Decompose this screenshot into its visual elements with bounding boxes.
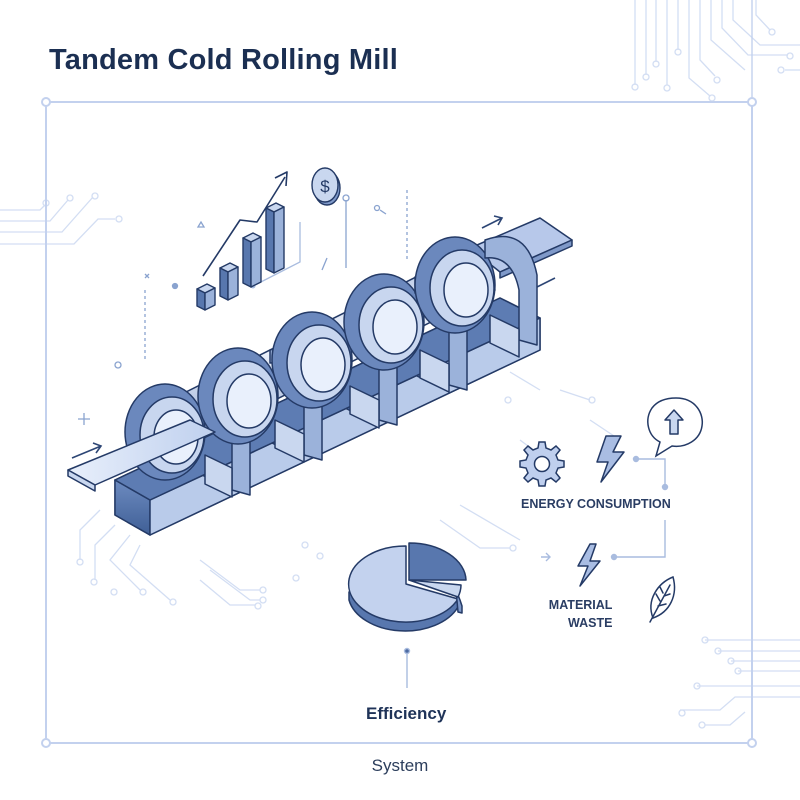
roll-stand-3 xyxy=(271,308,398,429)
circuit-decoration xyxy=(0,0,800,729)
efficiency-label: Efficiency xyxy=(366,704,447,723)
energy-consumption-label: ENERGY CONSUMPTION xyxy=(521,497,671,511)
growth-arrow-icon xyxy=(202,171,288,277)
rolling-mill xyxy=(67,217,573,536)
lightning-bolt-icon xyxy=(596,435,625,483)
roll-stand-5 xyxy=(414,235,538,358)
leaf-icon xyxy=(649,575,676,623)
footer-caption: System xyxy=(371,756,429,775)
page-title: Tandem Cold Rolling Mill xyxy=(49,44,399,76)
diagram-frame xyxy=(41,0,757,748)
svg-text:$: $ xyxy=(320,177,330,196)
material-waste-line1: MATERIAL xyxy=(548,598,613,612)
gear-icon xyxy=(519,441,565,487)
dollar-coin-icon: $ xyxy=(311,167,341,206)
pie-chart-icon xyxy=(347,542,467,632)
lightning-bolt-icon xyxy=(577,543,601,587)
up-arrow-speech-bubble-icon xyxy=(647,397,704,458)
growth-bar-chart-icon xyxy=(196,202,285,311)
roll-stand-2 xyxy=(197,345,323,463)
material-waste-line2: WASTE xyxy=(568,616,613,630)
material-waste-label: MATERIAL WASTE xyxy=(548,596,613,632)
